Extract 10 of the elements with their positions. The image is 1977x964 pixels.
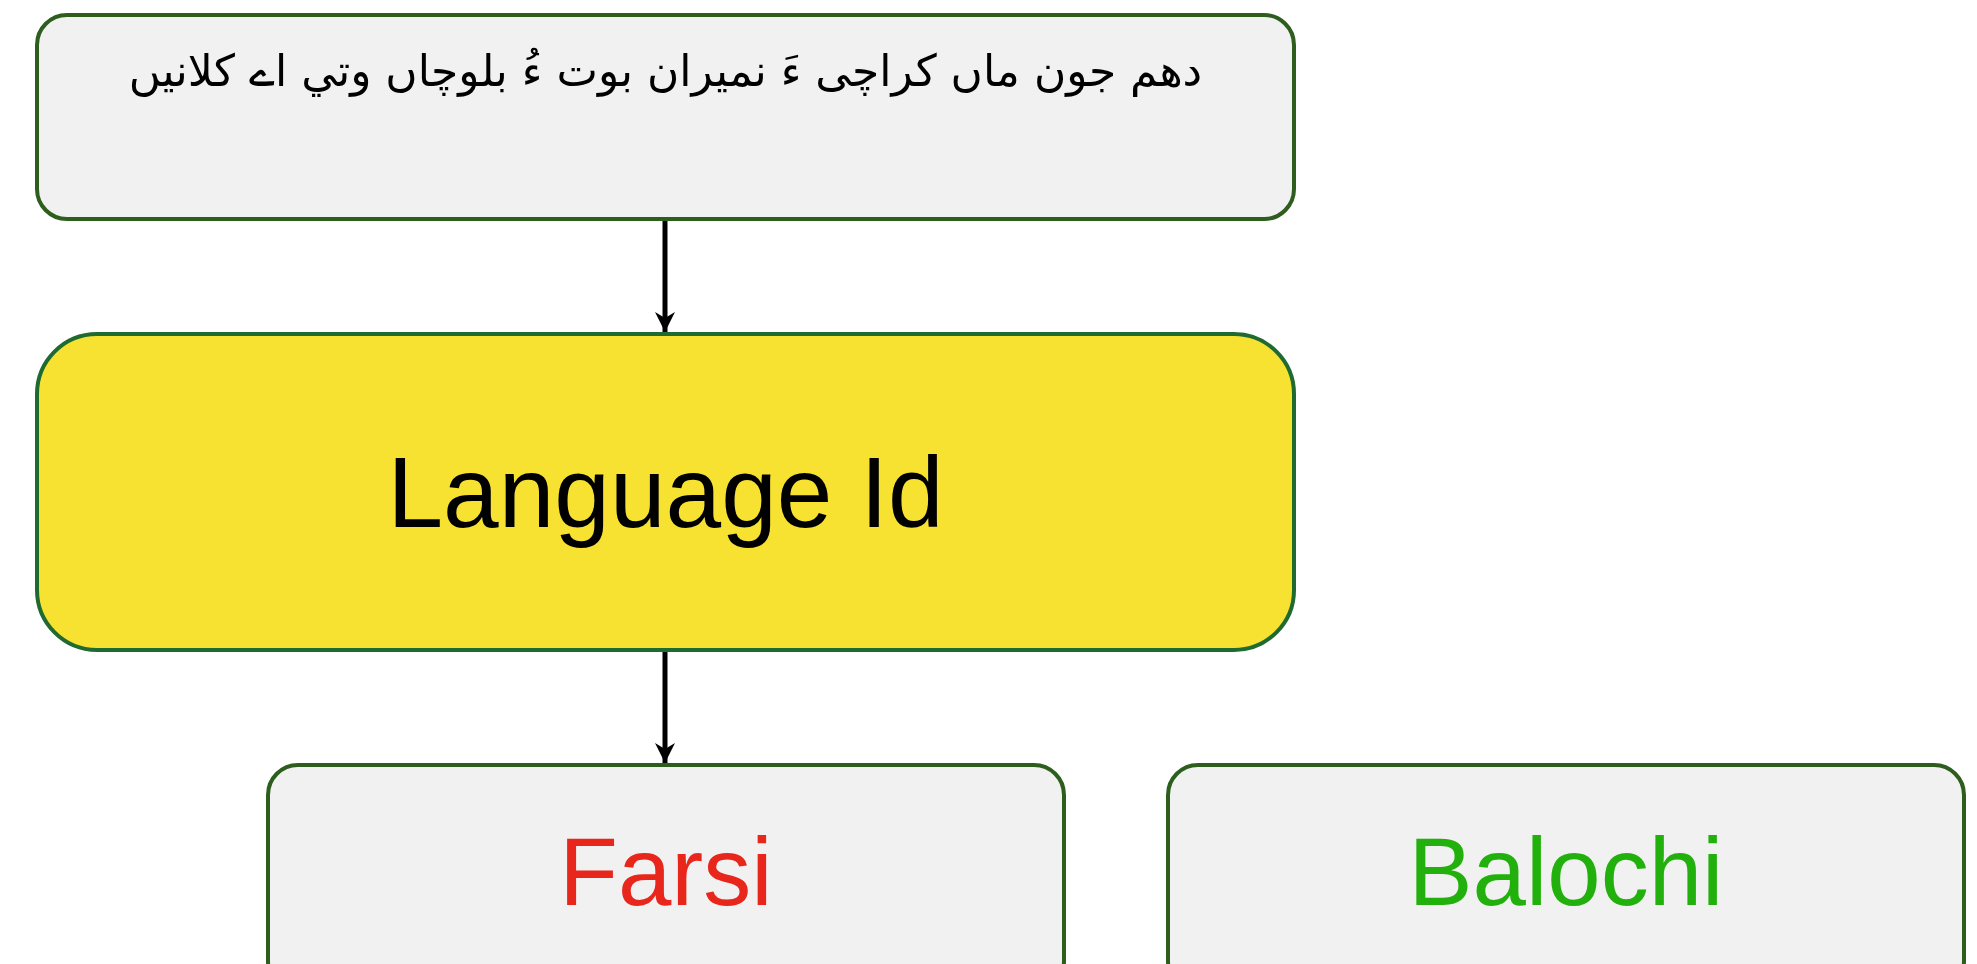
text-box bbox=[35, 13, 1296, 221]
box-label: Farsi bbox=[559, 817, 773, 927]
arrow bbox=[655, 221, 675, 332]
output-box bbox=[266, 763, 1066, 964]
arrow bbox=[655, 652, 675, 763]
process-box bbox=[35, 332, 1296, 652]
box-label: Language Id bbox=[387, 434, 944, 550]
sentence-text: دهم جون ماں کراچی ءَ نمیران بوت ءُ بلوچاں وتي اے کلانیں bbox=[128, 45, 1203, 96]
box-label: Balochi bbox=[1408, 817, 1724, 927]
output-box bbox=[1166, 763, 1966, 964]
